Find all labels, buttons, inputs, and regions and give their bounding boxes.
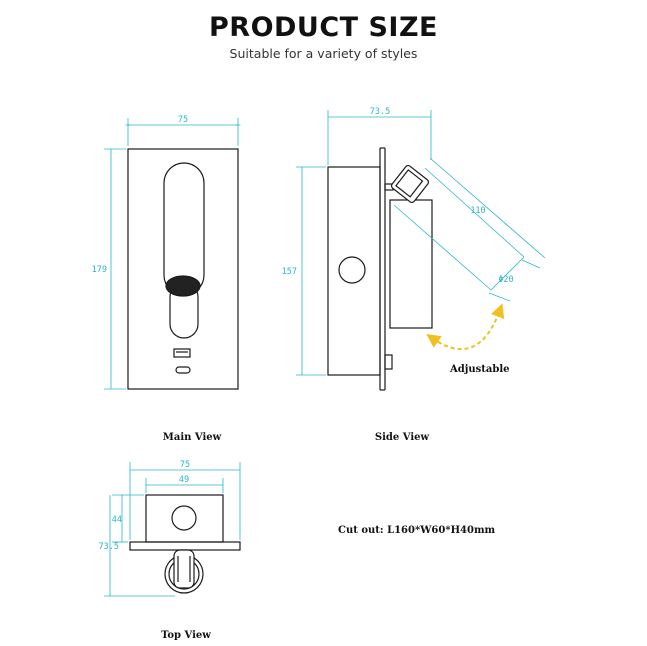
top-view-caption: Top View [161, 630, 211, 641]
side-lamp-head [390, 164, 430, 204]
usb-port [173, 348, 191, 358]
main-width-label: 75 [178, 115, 188, 125]
adjustable-arrow [426, 303, 505, 351]
adjustable-label: Adjustable [449, 364, 510, 375]
main-lamp-head [165, 275, 201, 297]
side-view [327, 147, 433, 391]
side-lamp-arm [389, 199, 433, 329]
top-view [129, 494, 241, 594]
top-lamp-arm [173, 549, 195, 589]
side-height-label: 157 [282, 267, 297, 277]
main-view-dimensions [104, 118, 241, 390]
top-total-depth-label: 73.5 [99, 542, 119, 552]
main-view [127, 148, 239, 390]
top-view-dimensions [104, 462, 241, 597]
page-title: PRODUCT SIZE [208, 12, 438, 43]
main-lamp-slot [163, 162, 205, 296]
top-body [145, 494, 224, 543]
cutout-text: Cut out: L160*W60*H40mm [338, 525, 496, 536]
side-view-dimensions [296, 110, 546, 376]
top-outer-width-label: 75 [180, 460, 190, 470]
top-inner-width-label: 49 [179, 475, 189, 485]
side-switch [338, 256, 366, 284]
side-bottom-tab [384, 354, 393, 370]
main-height-label: 179 [92, 265, 107, 275]
switch-button [175, 366, 191, 374]
side-depth-label: 73.5 [370, 107, 390, 117]
side-body [327, 166, 381, 376]
page-subtitle: Suitable for a variety of styles [229, 46, 418, 61]
main-faceplate [127, 148, 239, 390]
top-faceplate [129, 541, 241, 551]
side-view-caption: Side View [375, 432, 430, 443]
top-switch [171, 505, 197, 531]
main-view-caption: Main View [163, 432, 222, 443]
top-body-depth-label: 44 [112, 515, 122, 525]
side-head-label: Φ20 [498, 275, 513, 285]
side-arm-label: 110 [470, 206, 485, 216]
